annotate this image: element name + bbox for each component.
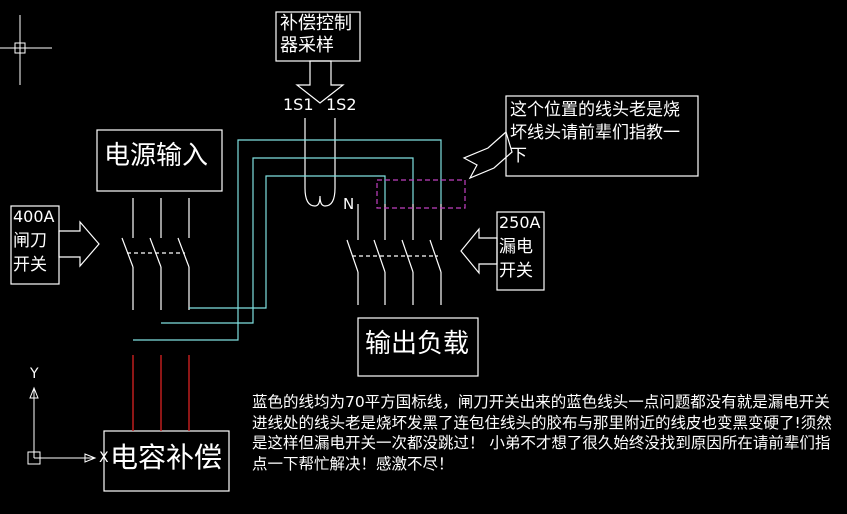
s1-label: 1S1 [283, 95, 314, 114]
crosshair-icon [0, 15, 52, 85]
axis-y-label: Y [30, 366, 39, 382]
knife-switch-label-1: 400A [13, 207, 55, 226]
question-arrow-icon [462, 130, 513, 180]
burn-location-box [376, 179, 466, 209]
question-label-2: 坏线头请前辈们指教一 [510, 123, 680, 143]
neutral-label: N [343, 195, 355, 213]
comp-control-label-1: 补偿控制 [280, 13, 352, 34]
power-input-box [96, 129, 223, 192]
question-box [505, 95, 699, 177]
knife-arrow-icon [58, 220, 100, 268]
question-label-1: 这个位置的线头老是烧 [510, 100, 680, 120]
axis-x-label: X [99, 450, 109, 466]
output-load-label: 输出负载 [365, 329, 470, 359]
leak-switch-label-3: 开关 [499, 261, 533, 281]
comp-control-label-2: 器采样 [280, 35, 334, 56]
red-wires [132, 355, 190, 431]
current-transformer-symbol [304, 118, 336, 207]
leak-arrow-icon [460, 227, 498, 275]
knife-switch-label-2: 闸刀 [13, 231, 47, 251]
cap-comp-label: 电容补偿 [110, 441, 223, 474]
output-load-box [357, 317, 479, 377]
knife-switch-symbol [121, 198, 190, 310]
cyan-wires [133, 139, 442, 341]
s2-label: 1S2 [326, 95, 357, 114]
knife-switch-label-3: 开关 [13, 255, 47, 275]
ucs-axis-icon [27, 386, 97, 465]
cap-comp-box [103, 430, 230, 492]
power-input-label: 电源输入 [104, 141, 209, 171]
leak-switch-symbol [346, 204, 442, 305]
question-label-3: 下 [510, 146, 527, 166]
description-note: 蓝色的线均为70平方国标线，闸刀开关出来的蓝色线头一点问题都没有就是漏电开关进线… [252, 393, 832, 473]
sample-arrow-icon [295, 60, 345, 104]
leak-switch-label-1: 250A [499, 213, 541, 232]
leak-switch-label-2: 漏电 [499, 237, 533, 257]
